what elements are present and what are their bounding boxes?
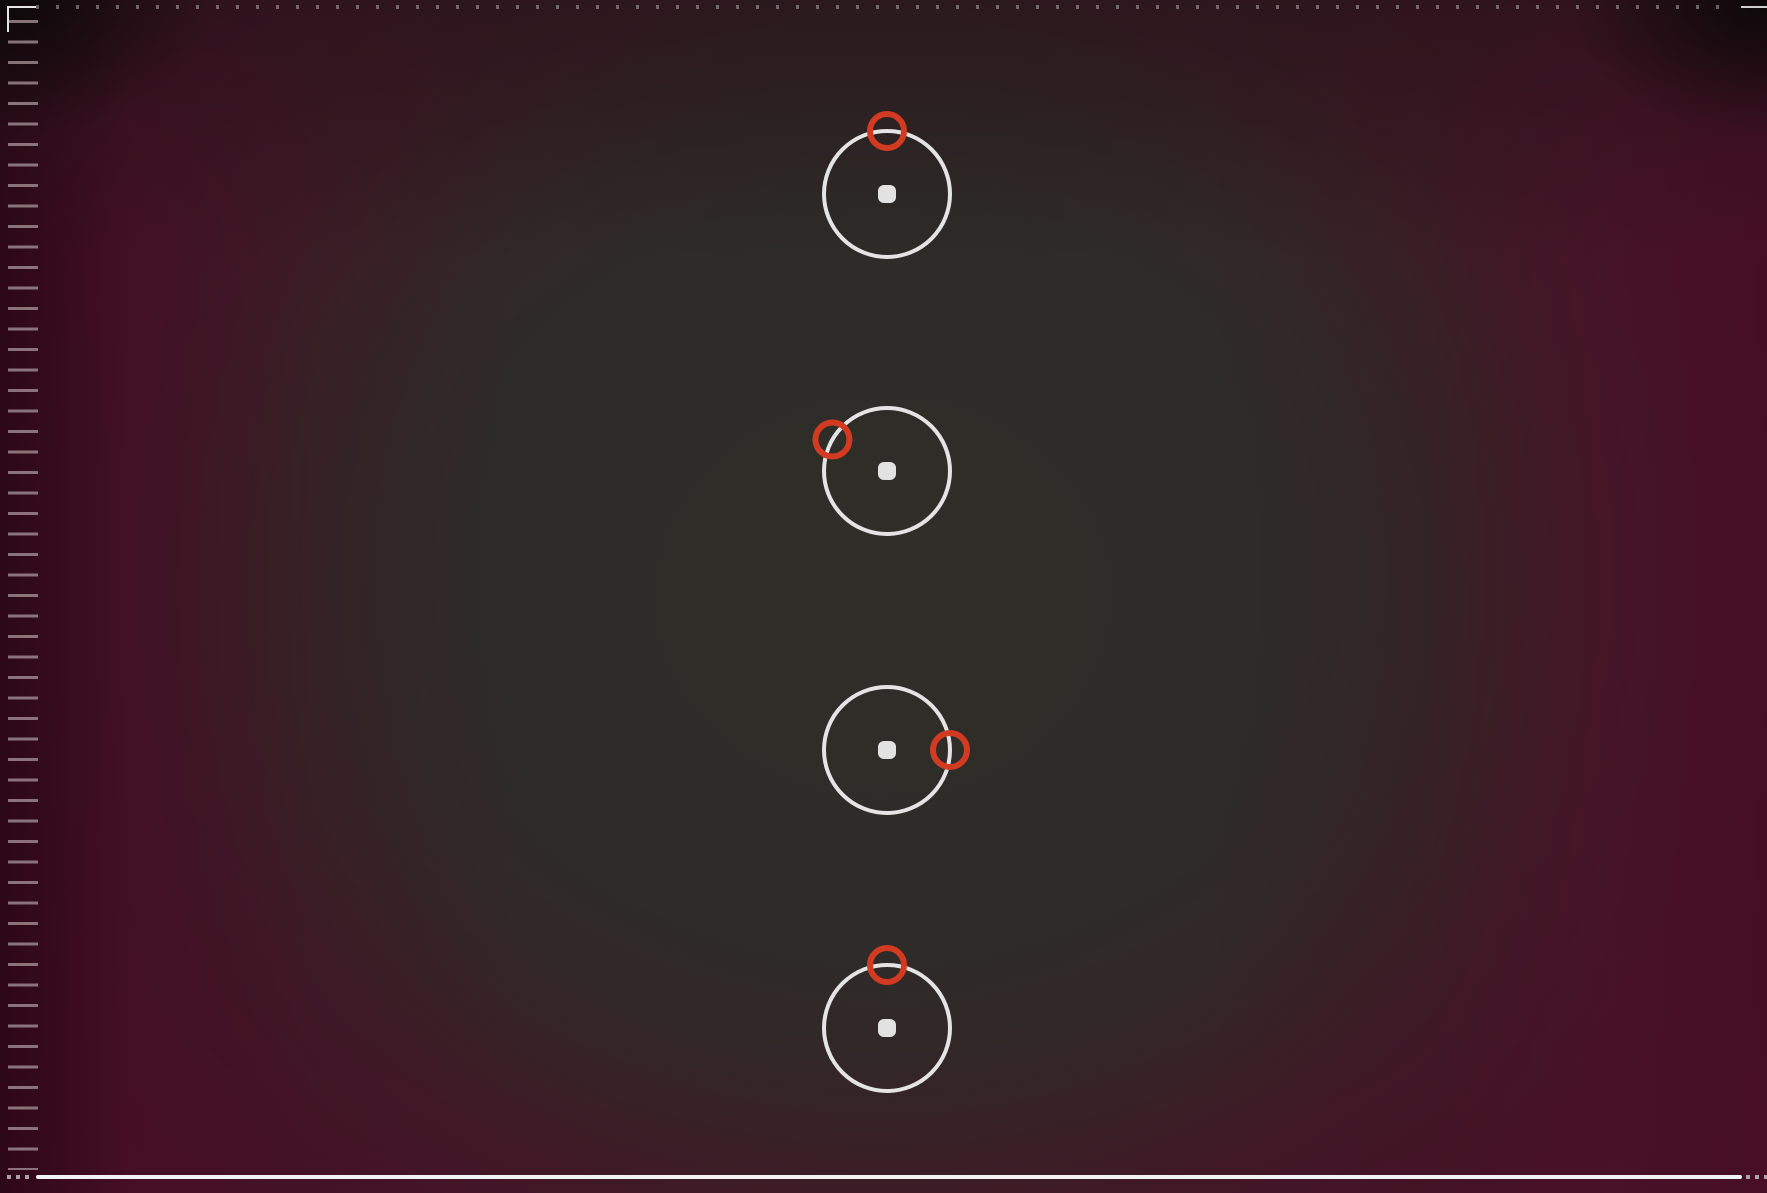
corner-shade-top-right: [1567, 0, 1767, 140]
dial-4[interactable]: [817, 945, 957, 1098]
corner-bracket-top-left: [7, 6, 36, 32]
timeline-bar[interactable]: [36, 1175, 1742, 1179]
dial-ring: [822, 129, 952, 259]
timeline-dots-left: [7, 1175, 31, 1179]
dial-graphic: [822, 945, 952, 1093]
dial-center-dot: [878, 1019, 896, 1037]
dial-handle[interactable]: [812, 419, 853, 460]
dial-ring: [822, 406, 952, 536]
left-tick-ruler: [8, 20, 38, 1170]
dial-ring: [822, 685, 952, 815]
top-dotted-ruler: [36, 5, 1736, 9]
dial-graphic: [812, 406, 952, 536]
dial-graphic: [822, 111, 952, 259]
dial-center-dot: [878, 741, 896, 759]
timeline-dots-right: [1746, 1175, 1767, 1179]
dial-ring: [822, 963, 952, 1093]
corner-bracket-top-right: [1741, 6, 1767, 8]
dial-handle[interactable]: [867, 945, 907, 985]
dial-2[interactable]: [812, 401, 957, 541]
background-vignette-left: [0, 0, 520, 1193]
dial-center-dot: [878, 462, 896, 480]
background-vignette-right: [1207, 0, 1767, 1193]
dial-3[interactable]: [817, 680, 970, 820]
dial-handle[interactable]: [867, 111, 907, 151]
dial-handle[interactable]: [930, 730, 970, 770]
dial-center-dot: [878, 185, 896, 203]
timeline-scrubber[interactable]: [0, 1173, 1767, 1181]
dial-1[interactable]: [817, 111, 957, 264]
dial-graphic: [822, 685, 970, 815]
